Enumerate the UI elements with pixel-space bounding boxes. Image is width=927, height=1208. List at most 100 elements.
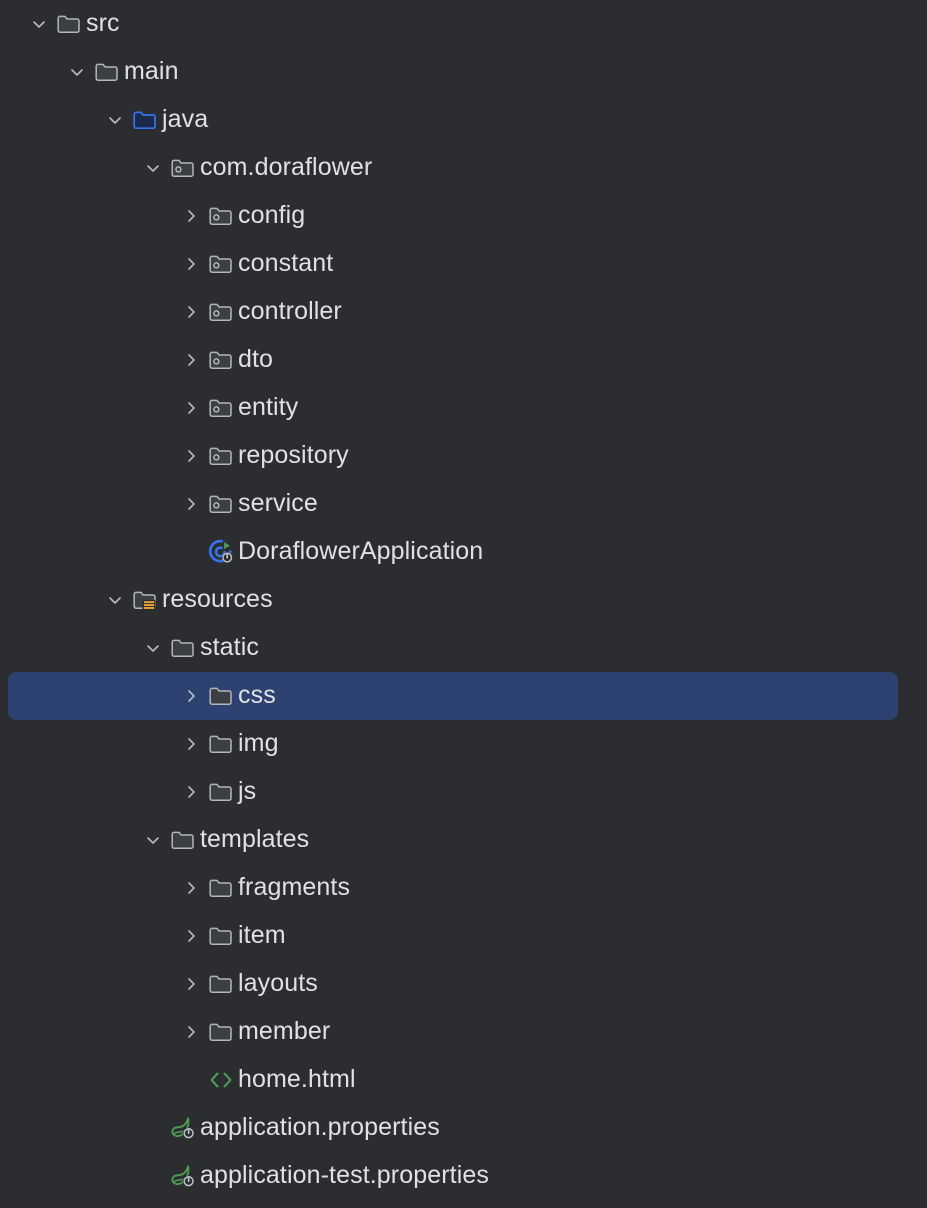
package-icon [204, 480, 238, 528]
tree-item-label: entity [238, 392, 299, 421]
tree-row[interactable]: templates [0, 816, 927, 864]
tree-item-label: DoraflowerApplication [238, 536, 484, 565]
tree-row[interactable]: application.properties [0, 1104, 927, 1152]
tree-row[interactable]: member [0, 1008, 927, 1056]
tree-item-label: com.doraflower [200, 152, 373, 181]
tree-row[interactable]: application-test.properties [0, 1152, 927, 1200]
chevron-right-icon[interactable] [178, 192, 204, 240]
chevron-right-icon[interactable] [178, 912, 204, 960]
chevron-down-icon[interactable] [140, 816, 166, 864]
tree-spacer [140, 1152, 166, 1200]
tree-spacer [178, 1056, 204, 1104]
chevron-down-icon[interactable] [140, 624, 166, 672]
tree-row[interactable]: dto [0, 336, 927, 384]
tree-item-label: home.html [238, 1064, 356, 1093]
tree-row[interactable]: resources [0, 576, 927, 624]
tree-item-label: service [238, 488, 318, 517]
tree-item-label: member [238, 1016, 331, 1045]
selection-highlight [8, 672, 898, 720]
chevron-right-icon[interactable] [178, 720, 204, 768]
chevron-right-icon[interactable] [178, 480, 204, 528]
package-icon [204, 384, 238, 432]
chevron-right-icon[interactable] [178, 240, 204, 288]
tree-row[interactable]: controller [0, 288, 927, 336]
source-root-folder-icon [128, 96, 162, 144]
tree-row[interactable]: home.html [0, 1056, 927, 1104]
tree-item-label: application-test.properties [200, 1160, 489, 1189]
chevron-right-icon[interactable] [178, 1008, 204, 1056]
folder-icon [166, 816, 200, 864]
chevron-right-icon[interactable] [178, 432, 204, 480]
folder-icon [90, 48, 124, 96]
folder-icon [204, 720, 238, 768]
chevron-down-icon[interactable] [26, 0, 52, 48]
chevron-right-icon[interactable] [178, 384, 204, 432]
chevron-right-icon[interactable] [178, 864, 204, 912]
package-icon [204, 288, 238, 336]
tree-row[interactable]: img [0, 720, 927, 768]
tree-row[interactable]: js [0, 768, 927, 816]
folder-icon [204, 1008, 238, 1056]
tree-row[interactable]: DoraflowerApplication [0, 528, 927, 576]
folder-icon [204, 960, 238, 1008]
chevron-right-icon[interactable] [178, 960, 204, 1008]
tree-item-label: src [86, 8, 120, 37]
folder-icon [166, 624, 200, 672]
tree-row[interactable]: layouts [0, 960, 927, 1008]
tree-row[interactable]: static [0, 624, 927, 672]
tree-item-label: application.properties [200, 1112, 440, 1141]
package-icon [166, 144, 200, 192]
chevron-down-icon[interactable] [140, 144, 166, 192]
tree-row[interactable]: com.doraflower [0, 144, 927, 192]
package-icon [204, 432, 238, 480]
tree-item-label: constant [238, 248, 334, 277]
tree-row[interactable]: repository [0, 432, 927, 480]
folder-icon [204, 672, 238, 720]
chevron-right-icon[interactable] [178, 768, 204, 816]
tree-item-label: item [238, 920, 286, 949]
folder-icon [204, 768, 238, 816]
tree-row[interactable]: item [0, 912, 927, 960]
tree-item-label: java [162, 104, 209, 133]
tree-row[interactable]: main [0, 48, 927, 96]
tree-row[interactable]: service [0, 480, 927, 528]
package-icon [204, 192, 238, 240]
tree-row[interactable]: css [0, 672, 927, 720]
tree-item-label: controller [238, 296, 342, 325]
html-file-icon [204, 1056, 238, 1104]
tree-item-label: img [238, 728, 279, 757]
tree-item-label: layouts [238, 968, 318, 997]
tree-item-label: config [238, 200, 306, 229]
tree-row[interactable]: fragments [0, 864, 927, 912]
tree-item-label: fragments [238, 872, 351, 901]
spring-properties-icon [166, 1104, 200, 1152]
chevron-right-icon[interactable] [178, 672, 204, 720]
folder-icon [204, 912, 238, 960]
tree-item-label: templates [200, 824, 310, 853]
package-icon [204, 240, 238, 288]
package-icon [204, 336, 238, 384]
tree-item-label: repository [238, 440, 349, 469]
tree-item-label: static [200, 632, 259, 661]
tree-row[interactable]: java [0, 96, 927, 144]
tree-spacer [140, 1104, 166, 1152]
chevron-down-icon[interactable] [64, 48, 90, 96]
chevron-down-icon[interactable] [102, 576, 128, 624]
tree-row[interactable]: config [0, 192, 927, 240]
tree-row[interactable]: constant [0, 240, 927, 288]
chevron-right-icon[interactable] [178, 288, 204, 336]
spring-properties-icon [166, 1152, 200, 1200]
folder-icon [204, 864, 238, 912]
tree-row[interactable]: entity [0, 384, 927, 432]
tree-item-label: main [124, 56, 179, 85]
tree-item-label: css [238, 680, 276, 709]
chevron-down-icon[interactable] [102, 96, 128, 144]
tree-row[interactable]: src [0, 0, 927, 48]
spring-boot-run-icon [204, 528, 238, 576]
tree-item-label: js [238, 776, 257, 805]
folder-icon [52, 0, 86, 48]
tree-item-label: resources [162, 584, 273, 613]
resources-root-folder-icon [128, 576, 162, 624]
chevron-right-icon[interactable] [178, 336, 204, 384]
